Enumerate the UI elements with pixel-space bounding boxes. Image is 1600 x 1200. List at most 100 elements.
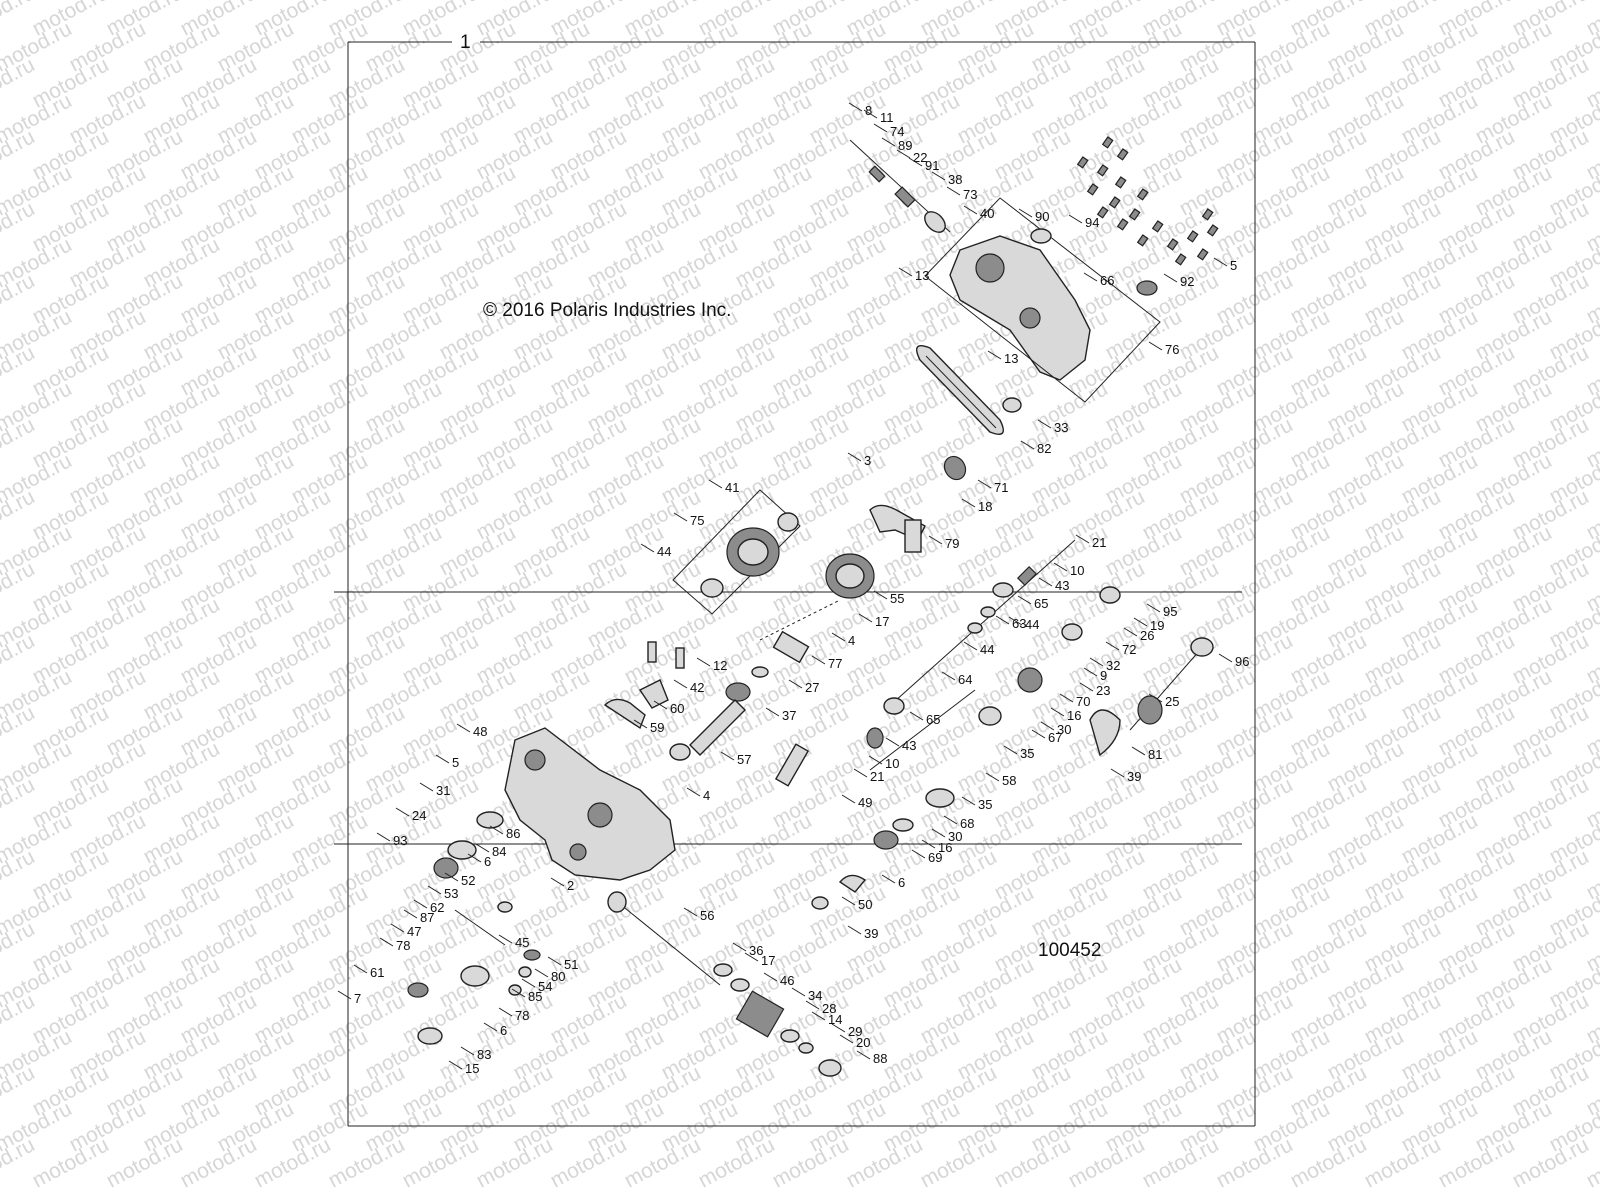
callout-label: 48 <box>473 724 487 739</box>
callout-leader <box>946 186 961 196</box>
callout-label: 58 <box>1002 773 1016 788</box>
callout-label: 17 <box>761 953 775 968</box>
callout-leader <box>791 987 806 997</box>
callout-label: 38 <box>948 172 962 187</box>
callout-label: 93 <box>393 833 407 848</box>
callout-label: 89 <box>898 138 912 153</box>
callout-label: 24 <box>412 808 426 823</box>
callout-label: 26 <box>1140 628 1154 643</box>
callout-label: 31 <box>436 783 450 798</box>
callout-label: 60 <box>670 701 684 716</box>
callout-label: 72 <box>1122 642 1136 657</box>
callout-label: 65 <box>926 712 940 727</box>
callout-label: 37 <box>782 708 796 723</box>
callout-label: 69 <box>928 850 942 865</box>
cover-bolt <box>1114 176 1127 189</box>
callout-label: 51 <box>564 957 578 972</box>
callout-label: 43 <box>902 738 916 753</box>
callout-label: 44 <box>1025 617 1039 632</box>
callout-label: 3 <box>864 453 871 468</box>
callout-label: 44 <box>980 642 994 657</box>
callout-label: 35 <box>1020 746 1034 761</box>
callout-label: 92 <box>1180 274 1194 289</box>
callout-label: 15 <box>465 1061 479 1076</box>
callout-label: 70 <box>1076 694 1090 709</box>
callout-leader <box>1163 273 1178 283</box>
callout-label: 5 <box>1230 258 1237 273</box>
copyright-text: © 2016 Polaris Industries Inc. <box>483 300 731 321</box>
callout-label: 17 <box>875 614 889 629</box>
callout-label: 91 <box>925 158 939 173</box>
callout-label: 56 <box>700 908 714 923</box>
callout-label: 75 <box>690 513 704 528</box>
bearing-33 <box>1002 397 1022 413</box>
callout-label: 64 <box>958 672 972 687</box>
callout-label: 87 <box>420 910 434 925</box>
callout-label: 4 <box>848 633 855 648</box>
callout-label: 21 <box>870 769 884 784</box>
callout-label: 7 <box>354 991 361 1006</box>
sprocket-92 <box>1136 280 1158 296</box>
callout-label: 21 <box>1092 535 1106 550</box>
callout-label: 66 <box>1100 273 1114 288</box>
callout-label: 79 <box>945 536 959 551</box>
callout-label: 6 <box>500 1023 507 1038</box>
callout-label: 8 <box>865 103 872 118</box>
callout-label: 46 <box>780 973 794 988</box>
callout-label: 81 <box>1148 747 1162 762</box>
callout-label: 42 <box>690 680 704 695</box>
callout-label: 33 <box>1054 420 1068 435</box>
callout-label: 43 <box>1055 578 1069 593</box>
callout-label: 57 <box>737 752 751 767</box>
callout-leader <box>419 782 434 792</box>
callout-label: 83 <box>477 1047 491 1062</box>
callout-label: 82 <box>1037 441 1051 456</box>
callout-label: 35 <box>978 797 992 812</box>
callout-label: 10 <box>885 756 899 771</box>
callout-label: 11 <box>880 110 894 125</box>
callout-label: 27 <box>805 680 819 695</box>
callout-label: 6 <box>484 854 491 869</box>
callout-label: 10 <box>1070 563 1084 578</box>
page-number: 1 <box>460 32 471 53</box>
callout-label: 80 <box>551 969 565 984</box>
callout-label: 76 <box>1165 342 1179 357</box>
gear-55 <box>825 553 875 599</box>
callout-label: 78 <box>396 938 410 953</box>
callout-label: 71 <box>994 480 1008 495</box>
callout-label: 96 <box>1235 654 1249 669</box>
callout-label: 13 <box>915 268 929 283</box>
callout-label: 78 <box>515 1008 529 1023</box>
figure-id: 100452 <box>1038 940 1101 961</box>
callout-label: 84 <box>492 844 506 859</box>
callout-label: 67 <box>1048 730 1062 745</box>
callout-label: 13 <box>1004 351 1018 366</box>
callout-label: 73 <box>963 187 977 202</box>
callout-label: 16 <box>1067 708 1081 723</box>
callout-label: 88 <box>873 1051 887 1066</box>
callout-label: 12 <box>713 658 727 673</box>
callout-label: 32 <box>1106 658 1120 673</box>
callout-label: 86 <box>506 826 520 841</box>
callout-label: 41 <box>725 480 739 495</box>
callout-label: 6 <box>898 875 905 890</box>
callout-label: 65 <box>1034 596 1048 611</box>
callout-leader <box>1018 208 1033 218</box>
callout-leader <box>673 679 688 689</box>
callout-label: 74 <box>890 124 904 139</box>
callout-label: 40 <box>980 206 994 221</box>
callout-label: 90 <box>1035 209 1049 224</box>
callout-label: 44 <box>657 544 671 559</box>
callout-label: 4 <box>703 788 710 803</box>
callout-label: 39 <box>864 926 878 941</box>
callout-label: 9 <box>1100 668 1107 683</box>
callout-label: 49 <box>858 795 872 810</box>
callout-label: 53 <box>444 886 458 901</box>
callout-label: 5 <box>452 755 459 770</box>
callout-label: 25 <box>1165 694 1179 709</box>
callout-label: 94 <box>1085 215 1099 230</box>
callout-label: 47 <box>407 924 421 939</box>
callout-label: 23 <box>1096 683 1110 698</box>
